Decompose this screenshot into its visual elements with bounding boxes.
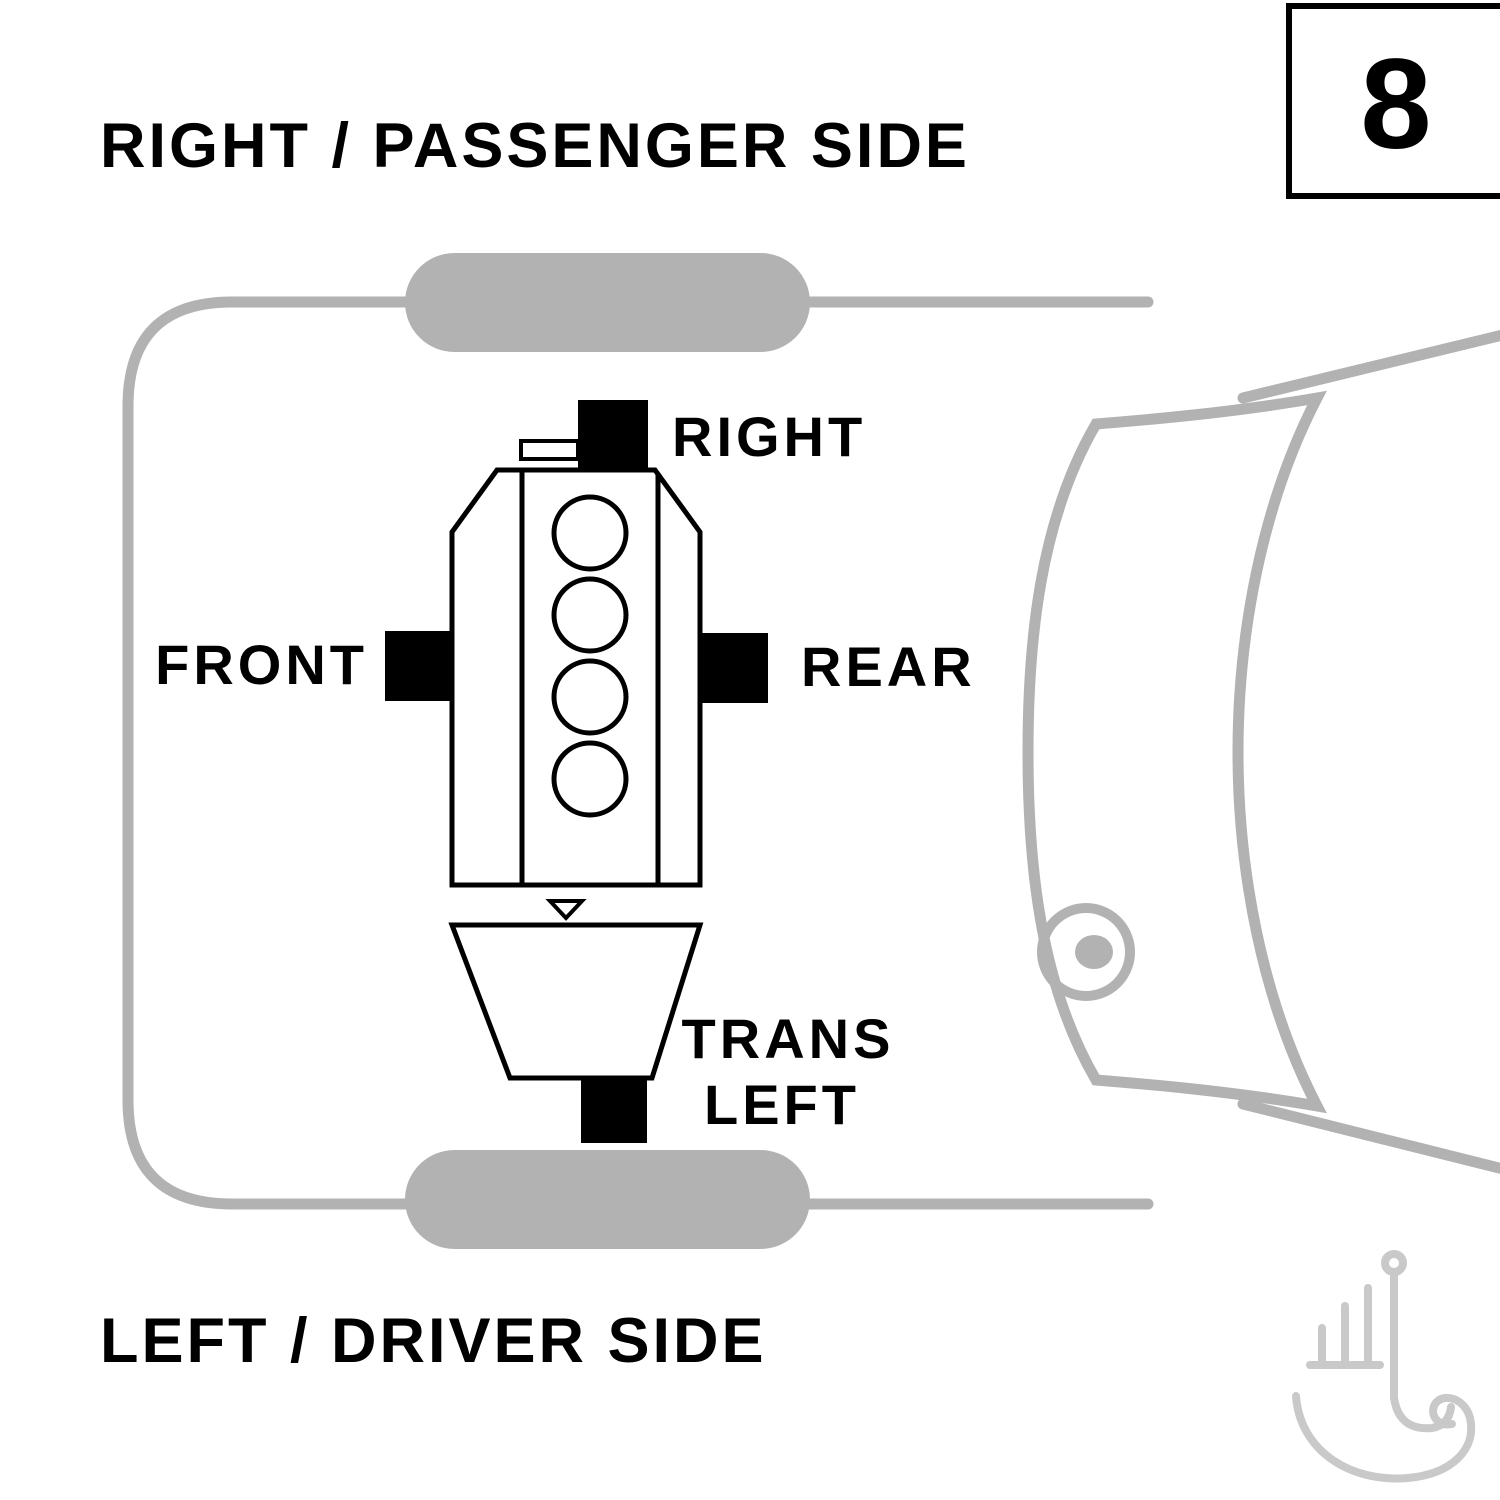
title-driver-side: LEFT / DRIVER SIDE	[100, 1306, 767, 1376]
body-edge-bottom-right	[1237, 1098, 1500, 1174]
mount-squares	[385, 400, 768, 1143]
watermark-swirl	[1292, 1392, 1476, 1483]
rear-mount-square	[701, 633, 768, 703]
mount-pin	[519, 439, 580, 461]
cylinder-1	[551, 494, 629, 572]
funnel-icon	[545, 899, 587, 921]
car-outline	[122, 296, 1500, 1210]
trans-left-mount-square	[581, 1078, 647, 1143]
car-front-outline	[122, 296, 1154, 1210]
tire-top	[405, 253, 810, 352]
engine-assembly	[448, 439, 704, 1081]
transmission-housing	[448, 922, 704, 1081]
right-mount-label: RIGHT	[672, 405, 866, 468]
trans-left-mount-label-line1: TRANS	[682, 1007, 895, 1070]
page-number: 8	[1360, 33, 1431, 176]
watermark-logo-icon	[1292, 1250, 1476, 1483]
page-number-box: 8	[1286, 3, 1500, 199]
front-mount-square	[385, 631, 452, 701]
right-mount-square	[578, 400, 648, 468]
watermark-anchor-ring	[1381, 1250, 1407, 1276]
cylinder-2	[551, 576, 629, 654]
watermark-anchor-hook	[1390, 1394, 1455, 1433]
hub-circle-outline	[1037, 903, 1135, 1001]
page-number-border	[1286, 3, 1500, 199]
car-solid-parts	[405, 253, 1113, 1249]
cylinder-4	[551, 740, 629, 818]
mount-labels: RIGHT FRONT REAR TRANS LEFT	[155, 405, 976, 1136]
tire-bottom	[405, 1150, 810, 1249]
hub-circle-center	[1075, 935, 1113, 969]
rear-mount-label: REAR	[801, 635, 976, 698]
front-mount-label: FRONT	[155, 633, 368, 696]
body-edge-top-right	[1237, 329, 1500, 404]
windshield-outline	[1022, 390, 1327, 1114]
cylinder-3	[551, 658, 629, 736]
side-titles: RIGHT / PASSENGER SIDE LEFT / DRIVER SID…	[100, 111, 970, 1376]
trans-left-mount-label-line2: LEFT	[704, 1073, 860, 1136]
title-passenger-side: RIGHT / PASSENGER SIDE	[100, 111, 970, 181]
